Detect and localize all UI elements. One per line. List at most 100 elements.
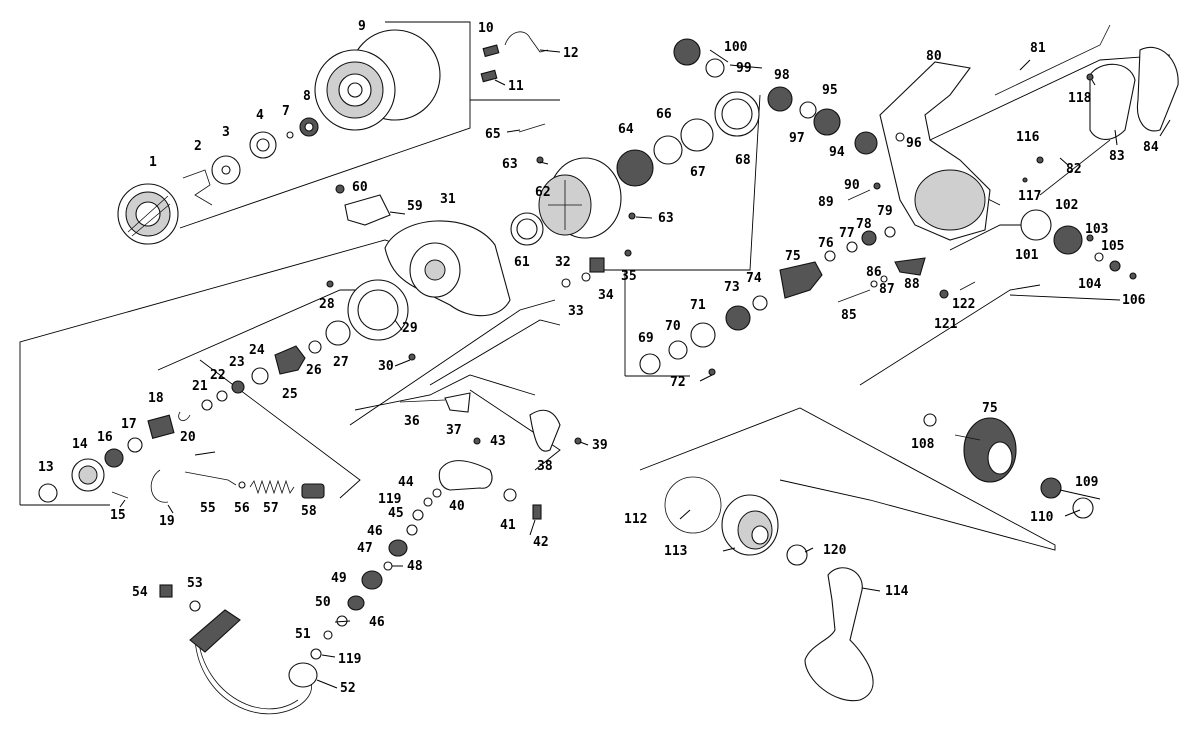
part-label: 116 <box>1016 130 1040 145</box>
part-label: 100 <box>724 40 748 55</box>
part-label: 81 <box>1030 41 1046 56</box>
part-label: 70 <box>665 319 681 334</box>
bail-part <box>197 637 299 710</box>
washer-part <box>238 481 246 489</box>
part-label: 48 <box>407 559 423 574</box>
part-label: 77 <box>839 226 855 241</box>
part-number-labels: 1 2 3 4 7 8 9 10 11 12 13 14 15 16 17 18… <box>38 19 1159 696</box>
part-label: 41 <box>500 518 516 533</box>
part-label: 49 <box>331 571 347 586</box>
part-label: 73 <box>724 280 740 295</box>
part-label: 27 <box>333 355 349 370</box>
part-label: 21 <box>192 379 208 394</box>
gear-part <box>1053 225 1083 255</box>
part-label: 74 <box>746 271 762 286</box>
wire-spring-part <box>504 31 549 53</box>
part-label: 94 <box>829 145 845 160</box>
part-label: 80 <box>926 49 942 64</box>
cover-part <box>1136 46 1179 132</box>
pinion-gear-part <box>779 261 823 299</box>
seal-ring-part <box>721 98 753 130</box>
screw-part <box>1022 177 1028 183</box>
washer-part <box>1020 209 1052 241</box>
collar-part <box>503 488 517 502</box>
bearing-part <box>347 595 365 611</box>
part-label: 108 <box>911 437 935 452</box>
nut-part <box>274 345 306 375</box>
washer-part <box>412 509 424 521</box>
part-label: 86 <box>866 265 882 280</box>
bearing-part <box>854 131 878 155</box>
washer-part <box>216 390 228 402</box>
one-way-clutch-part <box>616 149 654 187</box>
part-label: 29 <box>402 321 418 336</box>
rod-part <box>994 24 1111 96</box>
part-label: 89 <box>818 195 834 210</box>
part-label: 121 <box>934 317 958 332</box>
washer-part <box>846 241 858 253</box>
part-label: 90 <box>844 178 860 193</box>
screw-part <box>1086 73 1094 81</box>
part-label: 60 <box>352 180 368 195</box>
collar-part <box>639 353 661 375</box>
part-label: 105 <box>1101 239 1124 254</box>
screw-part <box>408 353 416 361</box>
washer-part <box>752 295 768 311</box>
line-roller-housing-part <box>288 662 318 688</box>
part-label: 112 <box>624 512 647 527</box>
part-label: 56 <box>234 501 250 516</box>
screw-part <box>847 189 871 201</box>
part-label: 14 <box>72 437 88 452</box>
part-label: 15 <box>110 508 126 523</box>
part-label: 63 <box>502 157 518 172</box>
part-label: 18 <box>148 391 164 406</box>
part-label: 106 <box>1122 293 1146 308</box>
part-label: 119 <box>378 492 401 507</box>
part-label: 88 <box>904 277 920 292</box>
stopper-part <box>147 414 175 439</box>
washer-part <box>895 132 905 142</box>
part-label: 25 <box>282 387 298 402</box>
screw-part <box>939 289 949 299</box>
part-label: 118 <box>1068 91 1092 106</box>
lever-part <box>894 257 926 276</box>
part-label: 82 <box>1066 162 1082 177</box>
bearing-part <box>388 539 408 557</box>
part-label: 46 <box>369 615 385 630</box>
clutch-housing-part <box>680 118 714 152</box>
part-label: 109 <box>1075 475 1098 490</box>
part-label: 76 <box>818 236 834 251</box>
part-label: 85 <box>841 308 857 323</box>
part-label: 35 <box>621 269 637 284</box>
clip-part <box>589 257 605 273</box>
collar-part <box>189 600 201 612</box>
spring-part <box>249 479 295 495</box>
part-label: 39 <box>592 438 608 453</box>
washer-part <box>323 630 333 640</box>
collar-part <box>406 524 418 536</box>
part-label: 98 <box>774 68 790 83</box>
part-label: 62 <box>535 185 551 200</box>
collar-part <box>668 340 688 360</box>
washer-part <box>383 561 393 571</box>
rotor-nut-part <box>71 458 105 492</box>
part-label: 63 <box>658 211 674 226</box>
part-label: 52 <box>340 681 356 696</box>
washer-part <box>884 226 896 238</box>
ring-part <box>178 411 191 421</box>
part-label: 75 <box>785 249 801 264</box>
bail-holder-part <box>444 392 471 413</box>
screw-part <box>518 123 546 133</box>
part-label: 120 <box>823 543 847 558</box>
part-label: 11 <box>508 79 524 94</box>
part-label: 53 <box>187 576 203 591</box>
washer-part <box>1072 497 1094 519</box>
handle-cap-part <box>721 494 779 556</box>
spool-part <box>314 29 441 131</box>
part-label: 113 <box>664 544 687 559</box>
leader-lines <box>119 49 1171 689</box>
part-label: 37 <box>446 423 462 438</box>
washer-part <box>824 250 836 262</box>
part-label: 43 <box>490 434 506 449</box>
part-label: 97 <box>789 131 805 146</box>
